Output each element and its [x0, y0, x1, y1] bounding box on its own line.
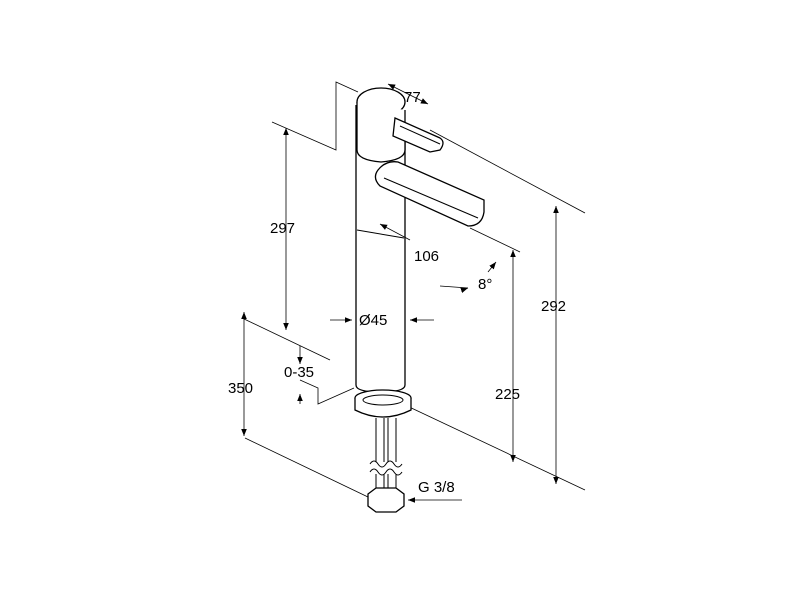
- dimension-body-diameter: Ø45: [359, 312, 387, 329]
- dimension-handle-length: 77: [404, 89, 421, 106]
- dimension-connection-thread: G 3/8: [418, 479, 455, 496]
- dimension-spout-height: 225: [495, 386, 520, 403]
- dimension-total-height: 292: [541, 298, 566, 315]
- dimension-height-to-spout: 297: [270, 220, 295, 237]
- faucet-body: [354, 87, 485, 513]
- dimension-spout-angle: 8°: [478, 276, 492, 293]
- dimension-hose-length: 350: [228, 380, 253, 397]
- dimension-spout-reach: 106: [414, 248, 439, 265]
- dimension-deck-thickness: 0-35: [284, 364, 314, 381]
- dimension-lines: [241, 83, 559, 503]
